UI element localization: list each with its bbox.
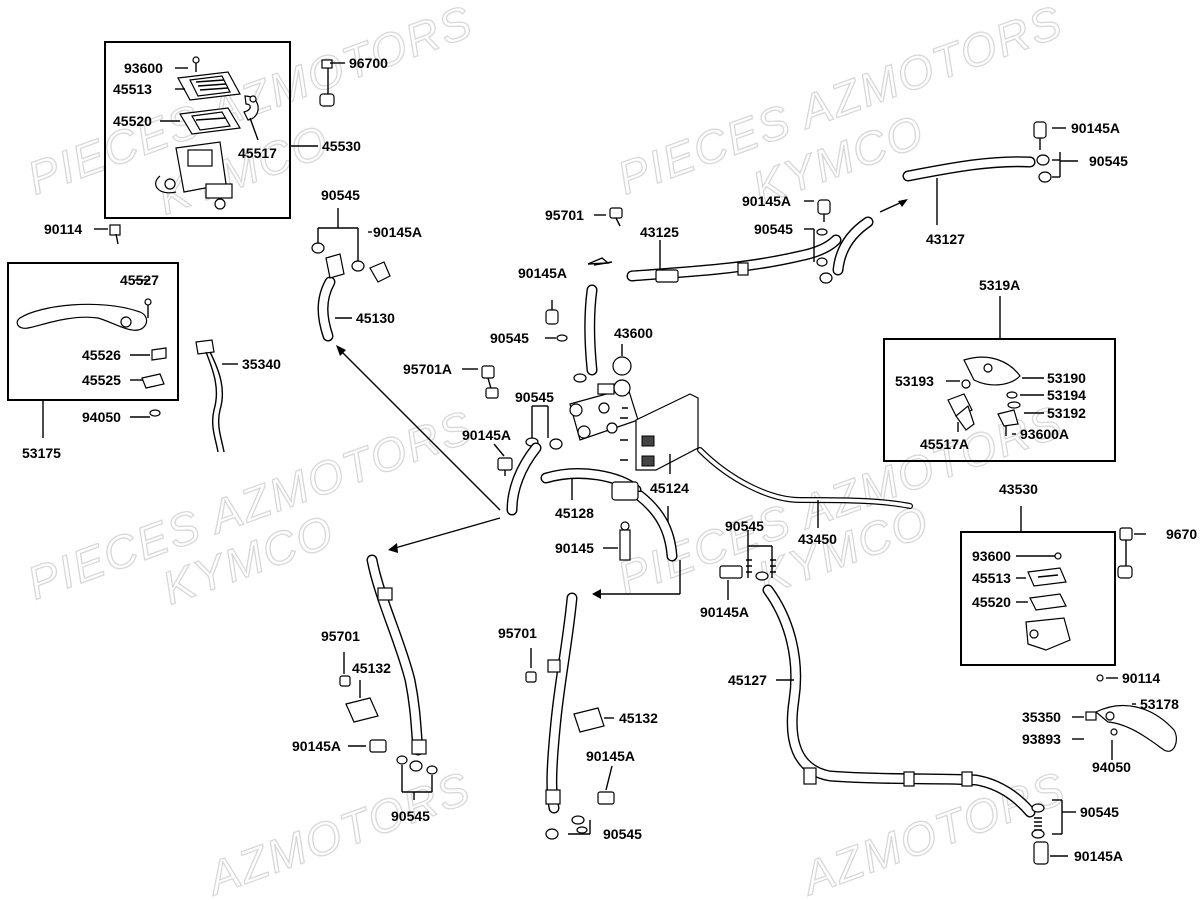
kit-box-43530 — [960, 531, 1116, 666]
label-90545: 90545 — [754, 221, 793, 237]
screw-90114 — [94, 224, 121, 245]
label-95701: 95701 — [321, 628, 360, 644]
label-45525: 45525 — [82, 372, 121, 388]
label-43127: 43127 — [926, 231, 965, 247]
lever-assembly-5319A — [947, 356, 1021, 436]
label-45517A: 45517A — [920, 436, 969, 452]
label-90145A: 90145A — [462, 427, 511, 443]
label-90145A: 90145A — [518, 265, 567, 281]
switch-35340 — [195, 339, 238, 453]
bolt-96700-right — [1117, 527, 1146, 579]
label-53194: 53194 — [1047, 387, 1086, 403]
label-90545: 90545 — [725, 518, 764, 534]
label-45526: 45526 — [82, 347, 121, 363]
label-53190: 53190 — [1047, 370, 1086, 386]
label-95701: 95701 — [545, 207, 584, 223]
label-45124: 45124 — [650, 480, 689, 496]
master-cylinder-43530 — [1016, 552, 1071, 651]
bolt-95701-top — [594, 207, 623, 227]
label-90545: 90545 — [490, 330, 529, 346]
label-90145A: 90145A — [373, 224, 422, 240]
watermark-layer: PIECES AZMOTORS KYMCO PIECES AZMOTORS KY… — [20, 0, 1073, 900]
label-45530: 45530 — [322, 138, 361, 154]
label-90145A: 90145A — [700, 604, 749, 620]
brake-lever-drawing — [16, 298, 167, 417]
label-43450: 43450 — [798, 531, 837, 547]
label-45527: 45527 — [120, 272, 159, 288]
label-90114: 90114 — [44, 221, 82, 237]
label-45513: 45513 — [972, 570, 1011, 586]
callout-labels: 93600 96700 45513 45520 45517 45530 9011… — [22, 55, 1197, 864]
kit-box-53175 — [7, 262, 179, 401]
label-96700: 96700 — [349, 55, 388, 71]
label-96700: 9670 — [1166, 526, 1197, 542]
label-45132: 45132 — [619, 710, 658, 726]
label-43530: 43530 — [999, 481, 1038, 497]
label-35350: 35350 — [1022, 709, 1061, 725]
label-90145A: 90145A — [1074, 848, 1123, 864]
label-90145A: 90145A — [292, 738, 341, 754]
label-90145: 90145 — [555, 540, 594, 556]
label-93600: 93600 — [972, 548, 1011, 564]
label-93893: 93893 — [1022, 731, 1061, 747]
kit-box-45530 — [104, 41, 291, 219]
label-90114: 90114 — [1122, 670, 1160, 686]
label-90545: 90545 — [1089, 153, 1128, 169]
watermark-text: AZMOTORS — [198, 761, 478, 900]
label-95701A: 95701A — [403, 361, 452, 377]
label-53193: 53193 — [895, 373, 934, 389]
master-cylinder-drawing — [155, 56, 259, 210]
label-5319A: 5319A — [979, 277, 1020, 293]
label-90145A: 90145A — [1071, 120, 1120, 136]
brake-lever-53178 — [1085, 674, 1177, 752]
bolt-96700 — [319, 59, 345, 107]
label-45517: 45517 — [238, 145, 277, 161]
label-45132: 45132 — [352, 660, 391, 676]
label-53192: 53192 — [1047, 405, 1086, 421]
label-95701: 95701 — [498, 625, 537, 641]
label-90545: 90545 — [321, 187, 360, 203]
brake-valve-43600 — [569, 356, 639, 441]
label-94050: 94050 — [82, 409, 121, 425]
label-90545: 90545 — [515, 389, 554, 405]
label-53175: 53175 — [22, 445, 61, 461]
bracket-45124 — [635, 393, 699, 471]
label-45513: 45513 — [113, 81, 152, 97]
label-90545: 90545 — [391, 808, 430, 824]
label-53178: 53178 — [1140, 696, 1179, 712]
label-94050: 94050 — [1092, 759, 1131, 775]
label-35340: 35340 — [242, 356, 281, 372]
label-93600: 93600 — [124, 60, 163, 76]
label-45128: 45128 — [555, 505, 594, 521]
label-45127: 45127 — [728, 672, 767, 688]
label-93600A: 93600A — [1020, 426, 1069, 442]
label-90145A: 90145A — [586, 748, 635, 764]
label-45130: 45130 — [356, 310, 395, 326]
label-43600: 43600 — [614, 325, 653, 341]
label-43125: 43125 — [640, 224, 679, 240]
label-90545: 90545 — [1080, 804, 1119, 820]
label-90545: 90545 — [603, 826, 642, 842]
label-45520: 45520 — [113, 113, 152, 129]
label-90145A: 90145A — [742, 193, 791, 209]
label-45520: 45520 — [972, 594, 1011, 610]
